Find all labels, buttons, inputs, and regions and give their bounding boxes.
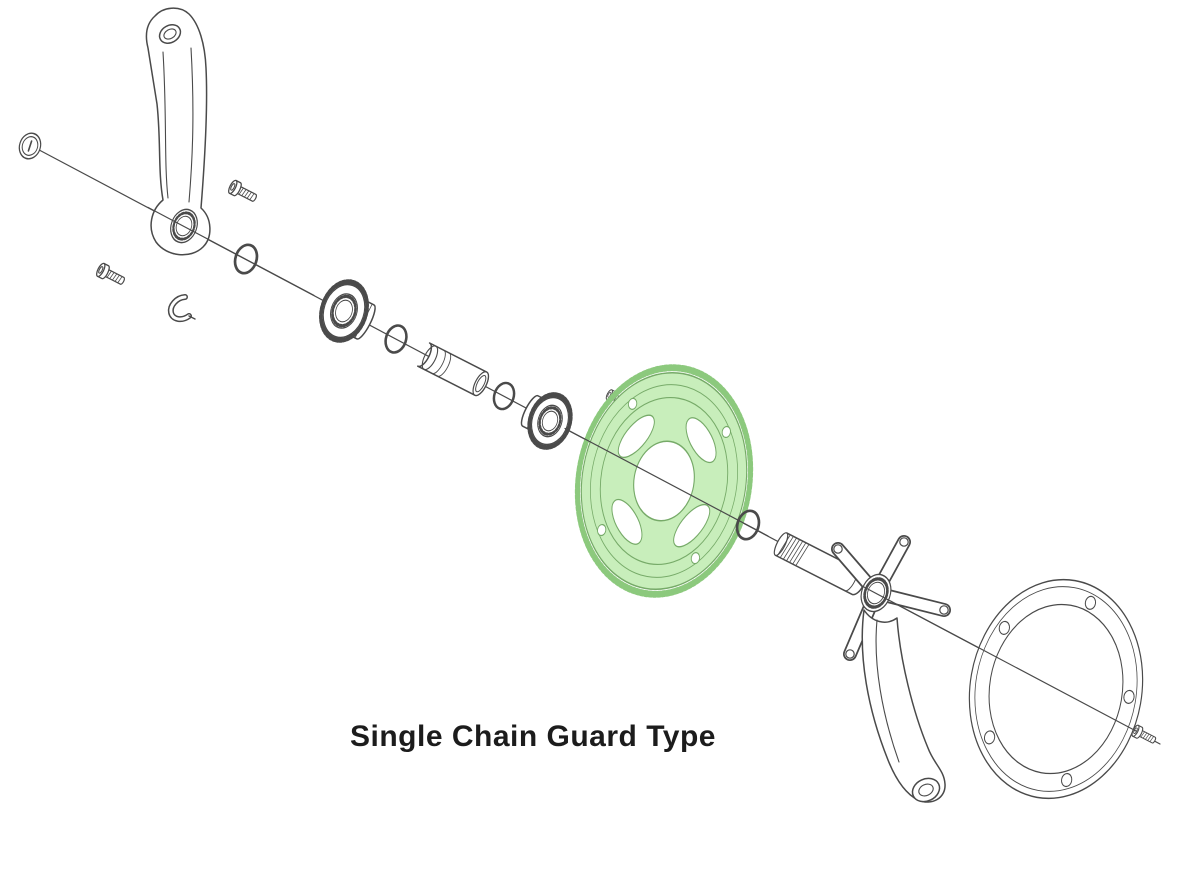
diagram-caption: Single Chain Guard Type — [350, 720, 716, 753]
bb-cup-left — [319, 279, 376, 343]
crank-cap — [18, 132, 42, 160]
guard-bolt — [1129, 723, 1159, 747]
axis-line-overlays — [147, 206, 1137, 732]
crank-arm-right — [831, 535, 951, 803]
bb-sleeve — [417, 342, 490, 397]
pedal-hole — [158, 24, 182, 44]
safety-plate — [167, 294, 196, 323]
crank-blade — [861, 609, 946, 803]
chainring-teeth — [574, 364, 754, 598]
pinch-bolt-upper — [226, 178, 260, 206]
bb-cup-right — [520, 392, 573, 450]
crank-arm-left — [145, 7, 211, 256]
pinch-bolt-lower — [94, 261, 128, 289]
pedal-boss — [911, 777, 941, 803]
